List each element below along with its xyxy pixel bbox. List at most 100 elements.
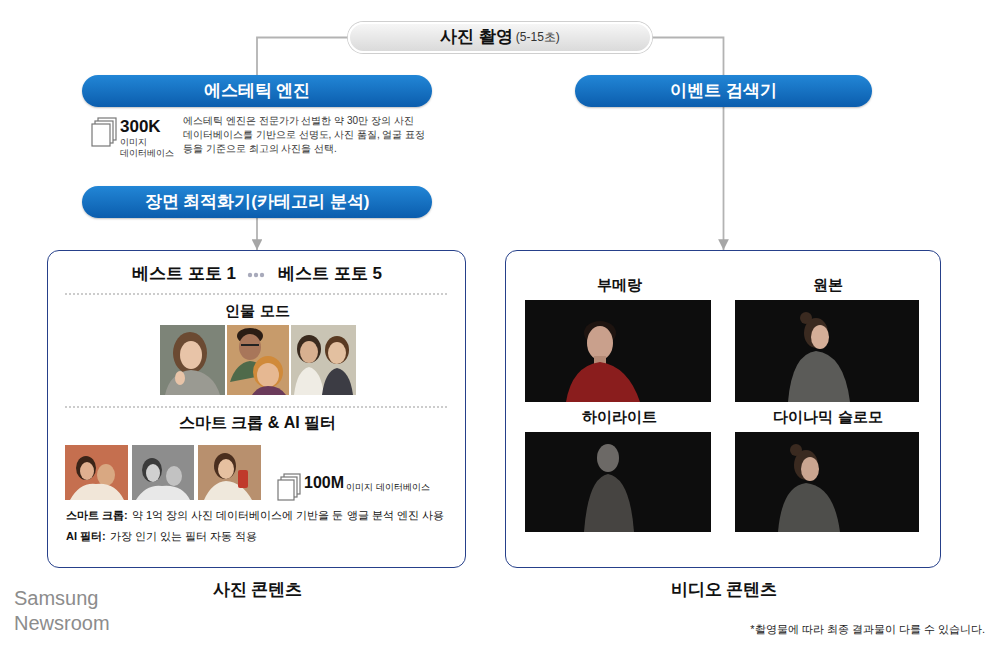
description-text: 에스테틱 엔진은 전문가가 선별한 약 30만 장의 사진 데이터베이스를 기반… <box>183 114 435 156</box>
face <box>801 457 819 481</box>
photo-ground <box>291 325 356 395</box>
portrait-photo <box>227 325 289 395</box>
coat <box>165 370 220 395</box>
face <box>180 341 202 369</box>
section-heading: 베스트 포토 5 <box>270 264 390 284</box>
video-frame: 다이나믹 슬로모 <box>736 433 920 533</box>
flow-connector <box>652 38 724 76</box>
frame-ground <box>735 300 919 402</box>
note-term: 스마트 크롭: <box>66 509 128 522</box>
note-term: AI 필터: <box>66 530 106 543</box>
frame-heading: 다이나믹 슬로모 <box>736 408 920 426</box>
shirt <box>778 483 840 532</box>
face <box>80 462 94 480</box>
icon-sheet <box>92 124 110 146</box>
pill-label: 이벤트 검색기 <box>670 81 777 101</box>
database-icon <box>278 474 300 500</box>
cropped-photo <box>65 445 128 500</box>
note-body: 가장 인기 있는 필터 자동 적용 <box>110 530 257 543</box>
portrait-photo <box>291 325 356 395</box>
cropped-photo <box>198 445 261 500</box>
hand <box>175 371 185 385</box>
dot <box>248 273 252 277</box>
shirt <box>584 474 634 532</box>
engine-pill: 이벤트 검색기 <box>575 75 872 107</box>
photo-ground <box>160 325 225 395</box>
stat-number: 100M <box>304 473 344 492</box>
pill-label: 사진 촬영 <box>440 27 513 47</box>
face <box>257 363 279 387</box>
dashed-divider <box>65 407 449 408</box>
photo-ground <box>132 445 194 500</box>
face <box>218 459 234 479</box>
hair <box>214 453 236 479</box>
stat-unit: 이미지 데이터베이스 <box>346 482 430 493</box>
watermark: Samsung Newsroom <box>14 586 134 636</box>
content-panel: 베스트 포토 1 베스트 포토 5 인물 모드스마트 크롭 & AI 필터 100M이… <box>47 250 466 568</box>
flow-connector <box>723 107 725 250</box>
icon-sheet <box>278 480 294 500</box>
clothes <box>136 486 190 500</box>
frame-heading: 원본 <box>736 276 920 294</box>
frame-ground <box>735 432 919 532</box>
photo-ground <box>65 445 128 500</box>
pill-label: 에스테틱 엔진 <box>204 81 311 101</box>
hair <box>253 356 283 388</box>
glasses <box>241 344 259 346</box>
section-heading: 스마트 크롭 & AI 필터 <box>48 413 467 432</box>
section-heading: 인물 모드 <box>48 302 467 320</box>
face <box>300 341 318 363</box>
engine-pill: 장면 최적화기(카테고리 분석) <box>82 186 432 218</box>
cropped-photo <box>132 445 194 500</box>
video-frame: 하이라이트 <box>526 433 712 533</box>
panel-heading: 비디오 콘텐츠 <box>506 580 942 600</box>
shirt <box>788 351 850 402</box>
panel-heading: 사진 콘텐츠 <box>48 580 467 600</box>
photo-ground <box>198 445 261 500</box>
pill-label: 장면 최적화기(카테고리 분석) <box>145 192 370 212</box>
portrait-photo <box>160 325 225 395</box>
face <box>146 464 160 482</box>
hair <box>173 332 207 374</box>
video-frame: 부메랑 <box>526 301 712 403</box>
hair <box>76 456 96 480</box>
dot <box>254 273 258 277</box>
hair <box>142 458 162 482</box>
content-panel: 비디오 콘텐츠부메랑원본하이라이트다이나믹 슬로모 <box>505 250 941 568</box>
flow-connector <box>256 218 258 250</box>
hair <box>804 318 828 348</box>
video-frame <box>525 300 711 402</box>
video-frame <box>525 432 711 532</box>
shirt <box>252 386 286 395</box>
face <box>328 342 346 364</box>
frame-ground <box>525 432 711 532</box>
video-frame <box>735 432 919 532</box>
stat-number: 300K <box>120 117 161 137</box>
frame-heading: 하이라이트 <box>526 408 712 426</box>
stat-unit: 이미지 데이터베이스 <box>120 137 178 159</box>
pill-label: (5-15초) <box>516 30 560 44</box>
video-frame: 원본 <box>736 301 920 403</box>
face <box>97 464 115 486</box>
photo-ground <box>227 325 289 395</box>
capture-pill: 사진 촬영(5-15초) <box>348 22 652 53</box>
database-icon <box>92 118 116 146</box>
face <box>239 334 261 360</box>
frame-heading: 부메랑 <box>526 276 712 294</box>
footnote: *촬영물에 따라 최종 결과물이 다를 수 있습니다. <box>690 623 985 636</box>
dashed-divider <box>65 294 449 295</box>
video-frame <box>735 300 919 402</box>
clothes <box>70 484 124 500</box>
face <box>597 444 619 472</box>
face <box>811 325 829 349</box>
face <box>166 466 182 486</box>
hair <box>794 450 818 480</box>
shirt <box>294 367 324 395</box>
note-body: 약 1억 장의 사진 데이터베이스에 기반을 둔 앵글 분석 엔진 사용 <box>132 509 444 522</box>
shirt <box>322 368 353 395</box>
section-heading: 베스트 포토 1 <box>124 264 244 284</box>
phone <box>238 470 248 488</box>
hair <box>325 336 349 364</box>
shirt <box>566 362 640 402</box>
